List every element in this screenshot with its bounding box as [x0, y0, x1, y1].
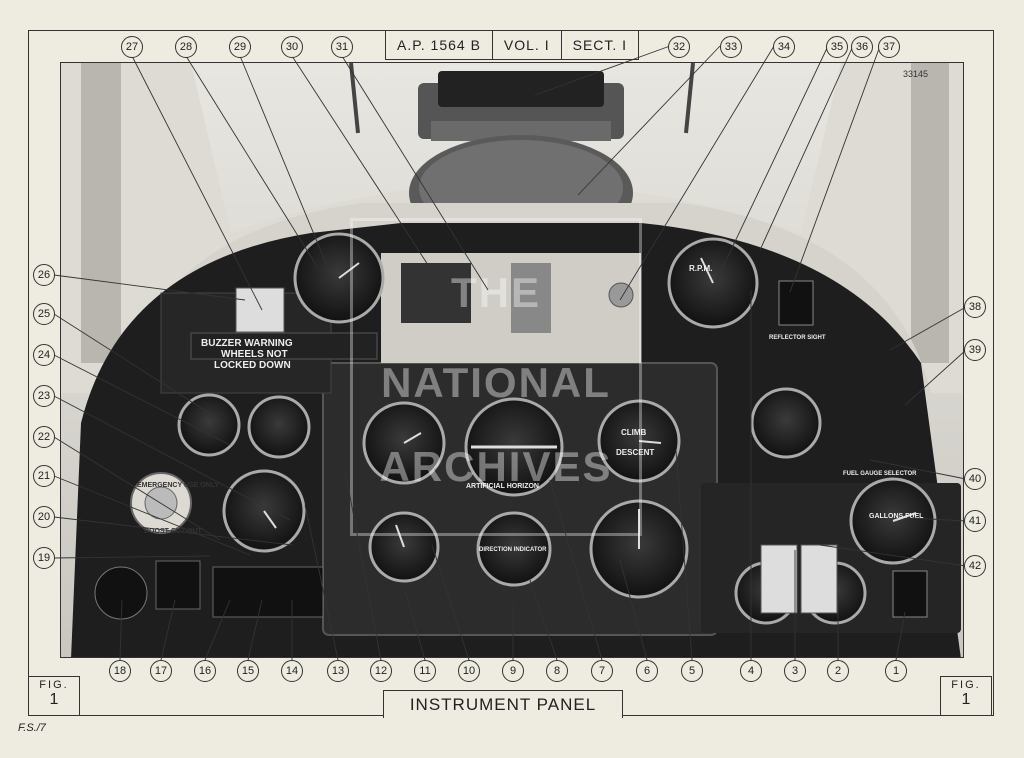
callout-33: 33 [720, 36, 742, 58]
callout-38: 38 [964, 296, 986, 318]
gallons-fuel-text: GALLONS FUEL [869, 513, 924, 520]
instrument-panel-photo: BUZZER WARNING WHEELS NOT LOCKED DOWN R.… [60, 62, 964, 658]
callout-35: 35 [826, 36, 848, 58]
callout-27: 27 [121, 36, 143, 58]
callout-16: 16 [194, 660, 216, 682]
direction-indicator-text: DIRECTION INDICATOR [479, 547, 547, 553]
callout-14: 14 [281, 660, 303, 682]
callout-28: 28 [175, 36, 197, 58]
callout-36: 36 [851, 36, 873, 58]
callout-15: 15 [237, 660, 259, 682]
wheels-not-text: WHEELS NOT [221, 349, 288, 360]
locked-down-text: LOCKED DOWN [214, 360, 291, 371]
callout-20: 20 [33, 506, 55, 528]
callout-17: 17 [150, 660, 172, 682]
callout-24: 24 [33, 344, 55, 366]
callout-37: 37 [878, 36, 900, 58]
emergency-text: EMERGENCY USE ONLY [137, 482, 219, 489]
boost-text: BOOST CUT-OUT [144, 528, 203, 535]
callout-5: 5 [681, 660, 703, 682]
archive-watermark: THE NATIONAL ARCHIVES [350, 218, 642, 536]
callout-30: 30 [281, 36, 303, 58]
figure-caption: INSTRUMENT PANEL [383, 690, 623, 718]
cockpit-illustration: BUZZER WARNING WHEELS NOT LOCKED DOWN R.… [61, 63, 963, 657]
descent-text: DESCENT [616, 448, 654, 457]
callout-18: 18 [109, 660, 131, 682]
callout-25: 25 [33, 303, 55, 325]
figure-label-right: FIG. [951, 679, 981, 691]
fuel-gauge-selector-text: FUEL GAUGE SELECTOR [843, 471, 917, 477]
callout-29: 29 [229, 36, 251, 58]
callout-34: 34 [773, 36, 795, 58]
callout-26: 26 [33, 264, 55, 286]
callout-19: 19 [33, 547, 55, 569]
watermark-line-1: THE [451, 269, 541, 316]
publication-reference: A.P. 1564 B [397, 37, 481, 53]
callout-13: 13 [327, 660, 349, 682]
callout-21: 21 [33, 465, 55, 487]
figure-number-left: FIG. 1 [28, 676, 80, 716]
rpm-text: R.P.M. [689, 264, 712, 273]
callout-11: 11 [414, 660, 436, 682]
sheet-code: F.S./7 [18, 722, 46, 734]
callout-40: 40 [964, 468, 986, 490]
figure-number-right: FIG. 1 [940, 676, 992, 716]
figure-value-left: 1 [49, 691, 59, 708]
callout-3: 3 [784, 660, 806, 682]
watermark-line-2: NATIONAL [381, 359, 611, 406]
negative-serial: 33145 [903, 69, 929, 79]
callout-6: 6 [636, 660, 658, 682]
callout-31: 31 [331, 36, 353, 58]
callout-12: 12 [370, 660, 392, 682]
callout-23: 23 [33, 385, 55, 407]
callout-8: 8 [546, 660, 568, 682]
reflector-sight-text: REFLECTOR SIGHT [769, 335, 826, 341]
figure-value-right: 1 [961, 691, 971, 708]
figure-label-left: FIG. [39, 679, 69, 691]
callout-9: 9 [502, 660, 524, 682]
climb-text: CLIMB [621, 428, 647, 437]
callout-32: 32 [668, 36, 690, 58]
document-header: A.P. 1564 B VOL. I SECT. I [385, 31, 640, 60]
callout-22: 22 [33, 426, 55, 448]
watermark-line-3: ARCHIVES [379, 443, 613, 490]
artificial-horizon-text: ARTIFICIAL HORIZON [466, 483, 539, 490]
callout-4: 4 [740, 660, 762, 682]
callout-1: 1 [885, 660, 907, 682]
callout-42: 42 [964, 555, 986, 577]
callout-7: 7 [591, 660, 613, 682]
volume-label: VOL. I [491, 31, 561, 59]
callout-39: 39 [964, 339, 986, 361]
callout-10: 10 [458, 660, 480, 682]
section-label: SECT. I [560, 31, 638, 59]
callout-2: 2 [827, 660, 849, 682]
buzzer-warning-text: BUZZER WARNING [201, 338, 293, 349]
callout-41: 41 [964, 510, 986, 532]
